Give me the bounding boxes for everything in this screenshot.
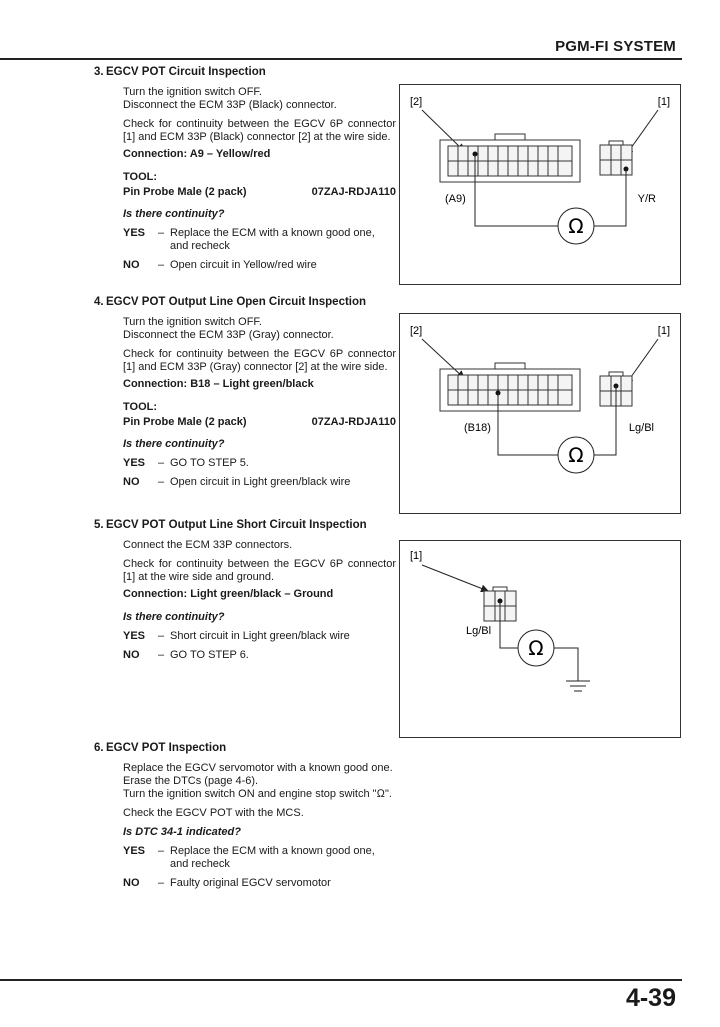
footer-rule [0, 979, 682, 981]
header-rule [0, 58, 682, 60]
tool-number: 07ZAJ-RDJA110 [311, 416, 396, 428]
connection-line: Connection: B18 – Light green/black [123, 378, 314, 390]
label-ecm-connector: [2] [410, 325, 422, 337]
step-title-text: EGCV POT Output Line Short Circuit Inspe… [106, 519, 367, 531]
label-egcv-connector: [1] [658, 96, 670, 108]
step-5: 5. EGCV POT Output Line Short Circuit In… [94, 519, 396, 662]
label-ecm-connector: [2] [410, 96, 422, 108]
wiring-diagram-step-5: [1] Ω Lg/Bl [399, 540, 681, 738]
pin-label: (B18) [464, 422, 491, 434]
instruction-line: Turn the ignition switch ON and engine s… [123, 788, 392, 800]
answer-key: YES [123, 845, 146, 857]
wiring-diagram-step-3: [2] [1] Ω (A9) Y/R [399, 84, 681, 285]
answer-key: NO [123, 649, 140, 661]
wire-color-label: Lg/Bl [629, 422, 654, 434]
answer-key: NO [123, 877, 140, 889]
instruction-line: Disconnect the ECM 33P (Gray) connector. [123, 329, 334, 341]
step-number: 5. [94, 519, 104, 531]
step-title: 4. EGCV POT Output Line Open Circuit Ins… [94, 296, 396, 309]
tool-name: Pin Probe Male (2 pack) [123, 416, 247, 428]
wiring-diagram-svg: [1] Ω Lg/Bl [410, 550, 590, 692]
instruction-line: Check for continuity between the EGCV 6P… [123, 118, 396, 143]
instruction-line: Check for continuity between the EGCV 6P… [123, 558, 396, 583]
label-egcv-connector: [1] [658, 325, 670, 337]
wiring-diagram-svg: [2] [1] Ω (A9) Y/R [410, 96, 670, 245]
answer-key: NO [123, 259, 140, 271]
answer-yes: YES– GO TO STEP 5. [123, 457, 396, 470]
tool-row: Pin Probe Male (2 pack) 07ZAJ-RDJA110 [123, 416, 396, 429]
question: Is there continuity? [123, 611, 225, 623]
question: Is there continuity? [123, 208, 225, 220]
answer-yes: YES– Replace the ECM with a known good o… [123, 227, 396, 253]
instruction-line: Turn the ignition switch OFF. [123, 86, 262, 98]
tool-row: Pin Probe Male (2 pack) 07ZAJ-RDJA110 [123, 186, 396, 199]
answer-text: Short circuit in Light green/black wire [170, 630, 350, 642]
ecm-33p-connector-icon [439, 133, 581, 183]
instruction-line: Disconnect the ECM 33P (Black) connector… [123, 99, 337, 111]
ohm-symbol: Ω [568, 443, 583, 467]
tool-name: Pin Probe Male (2 pack) [123, 186, 247, 198]
wiring-diagram-step-4: [2] [1] Ω (B18) Lg/Bl [399, 313, 681, 514]
answer-text: GO TO STEP 6. [170, 649, 249, 661]
step-title-text: EGCV POT Inspection [106, 742, 227, 754]
instruction-line: Turn the ignition switch OFF. [123, 316, 262, 328]
wire-color-label: Lg/Bl [466, 625, 491, 637]
connection-line: Connection: A9 – Yellow/red [123, 148, 271, 160]
answer-no: NO– GO TO STEP 6. [123, 649, 396, 662]
step-4: 4. EGCV POT Output Line Open Circuit Ins… [94, 296, 396, 489]
instruction-line: Replace the EGCV servomotor with a known… [123, 762, 393, 774]
answer-no: NO– Faulty original EGCV servomotor [123, 877, 396, 890]
ohm-symbol: Ω [528, 636, 543, 660]
step-number: 3. [94, 66, 104, 78]
step-title-text: EGCV POT Circuit Inspection [106, 66, 266, 78]
wiring-diagram-svg: [2] [1] Ω (B18) Lg/Bl [410, 325, 670, 474]
ground-icon [566, 680, 590, 692]
ecm-33p-connector-icon [439, 362, 581, 412]
answer-yes: YES– Short circuit in Light green/black … [123, 630, 396, 643]
step-title-text: EGCV POT Output Line Open Circuit Inspec… [106, 296, 367, 308]
answer-text: Open circuit in Light green/black wire [170, 476, 351, 488]
answer-text: GO TO STEP 5. [170, 457, 249, 469]
question: Is there continuity? [123, 438, 225, 450]
step-title: 6. EGCV POT Inspection [94, 742, 396, 755]
step-6: 6. EGCV POT Inspection Replace the EGCV … [94, 742, 396, 890]
ohmmeter-icon [557, 207, 595, 245]
instruction-line: Connect the ECM 33P connectors. [123, 539, 293, 551]
label-egcv-connector: [1] [410, 550, 422, 562]
answer-key: YES [123, 630, 146, 642]
ohm-symbol: Ω [568, 214, 583, 238]
ohmmeter-icon [557, 436, 595, 474]
answer-text: Open circuit in Yellow/red wire [170, 259, 317, 271]
answer-text: Replace the ECM with a known good one, a… [170, 227, 375, 252]
instruction-line: Check for continuity between the EGCV 6P… [123, 348, 396, 373]
answer-key: NO [123, 476, 140, 488]
instruction-line: Check the EGCV POT with the MCS. [123, 807, 304, 819]
step-number: 6. [94, 742, 104, 754]
answer-key: YES [123, 227, 146, 239]
answer-no: NO– Open circuit in Yellow/red wire [123, 259, 396, 272]
answer-no: NO– Open circuit in Light green/black wi… [123, 476, 396, 489]
answer-key: YES [123, 457, 146, 469]
wire-color-label: Y/R [638, 193, 656, 205]
header-title: PGM-FI SYSTEM [555, 38, 676, 55]
tool-label: TOOL: [123, 171, 158, 183]
step-number: 4. [94, 296, 104, 308]
connection-line: Connection: Light green/black – Ground [123, 588, 334, 600]
page-number: 4-39 [625, 984, 676, 1012]
step-title: 5. EGCV POT Output Line Short Circuit In… [94, 519, 396, 532]
tool-number: 07ZAJ-RDJA110 [311, 186, 396, 198]
step-title: 3. EGCV POT Circuit Inspection [94, 66, 396, 79]
tool-label: TOOL: [123, 401, 158, 413]
step-3: 3. EGCV POT Circuit Inspection Turn the … [94, 66, 396, 272]
pin-label: (A9) [445, 193, 466, 205]
question: Is DTC 34-1 indicated? [123, 826, 241, 838]
instruction-line: Erase the DTCs (page 4-6). [123, 775, 259, 787]
answer-text: Faulty original EGCV servomotor [170, 877, 331, 889]
answer-text: Replace the ECM with a known good one, a… [170, 845, 375, 870]
answer-yes: YES– Replace the ECM with a known good o… [123, 845, 396, 871]
